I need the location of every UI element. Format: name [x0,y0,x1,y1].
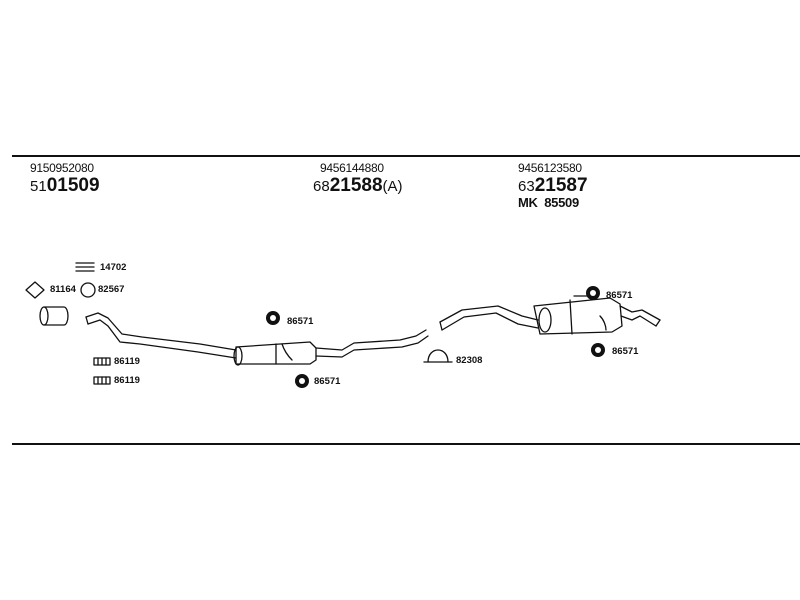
label-clamp-82308: 82308 [456,355,483,366]
hanger-front-top-icon [266,311,280,325]
label-hanger-rear-top: 86571 [606,290,633,301]
label-gasket-81164: 81164 [50,284,76,295]
label-bolt-86119-a: 86119 [114,356,140,367]
part-code-a-main: 01509 [46,175,100,196]
front-pipe-with-silencer [85,312,429,366]
rear-pipe-with-silencer [439,295,661,335]
sleeve-icon [39,306,69,326]
gasket-81164-icon [25,281,45,299]
part-code-c-main: 21587 [534,175,588,196]
clamp-82308-icon [423,349,453,363]
label-hanger-front-top: 86571 [287,316,314,327]
part-number-c: 9456123580 [518,161,582,175]
label-clamp-14702: 14702 [100,262,127,273]
bottom-divider [12,443,800,445]
hanger-rear-top-icon [586,286,600,300]
label-bolt-86119-b: 86119 [114,375,140,386]
hanger-rear-bottom-icon [591,343,605,357]
part-code-c-extra: MK 85509 [518,195,579,210]
hanger-front-bottom-icon [295,374,309,388]
part-code-b-suffix: (A) [382,178,403,195]
part-code-a: 5101509 [30,175,100,197]
ring-82567-icon [80,282,96,298]
part-number-b: 9456144880 [320,161,384,175]
label-hanger-front-bottom: 86571 [314,376,341,387]
top-divider [12,155,800,157]
bolt-86119-a-icon [93,357,111,366]
part-code-c: 6321587 [518,175,588,197]
part-number-a: 9150952080 [30,161,94,175]
label-hanger-rear-bottom: 86571 [612,346,639,357]
label-ring-82567: 82567 [98,284,125,295]
part-code-b-prefix: 68 [313,178,330,195]
part-code-c-prefix: 63 [518,178,535,195]
clamp-14702-icon [75,262,95,272]
bolt-86119-b-icon [93,376,111,385]
part-code-a-prefix: 51 [30,178,47,195]
part-code-b-main: 21588 [329,175,383,196]
part-code-b: 6821588(A) [313,175,403,197]
